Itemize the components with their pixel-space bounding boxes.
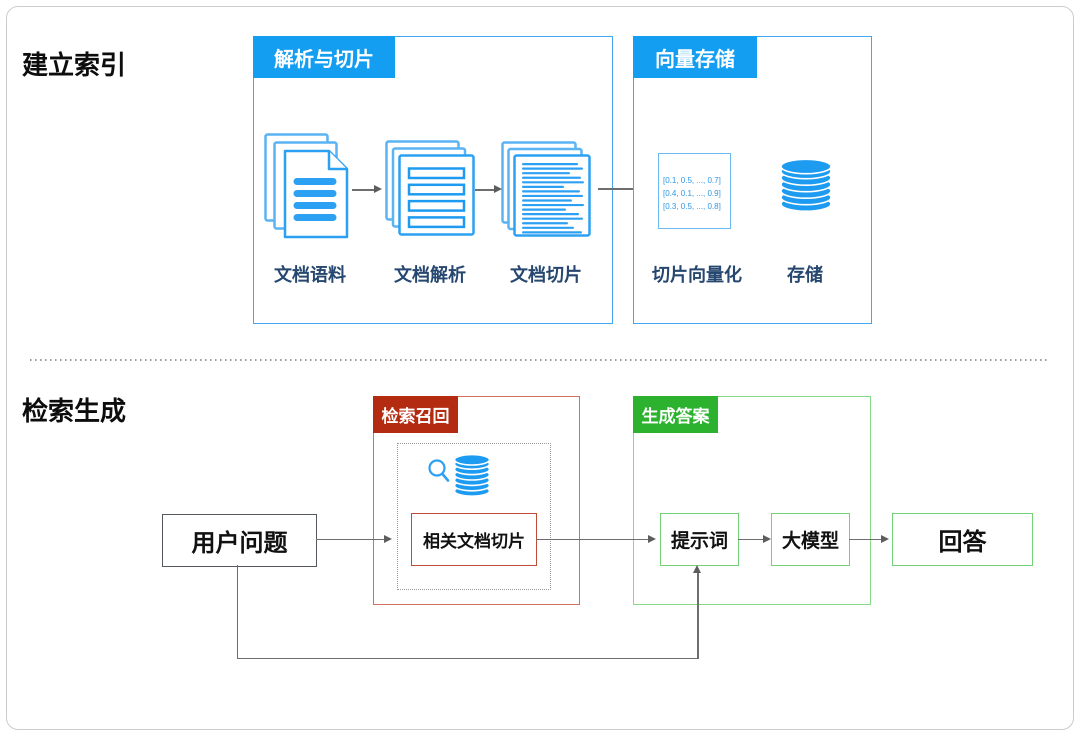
step-label-corpus: 文档语料: [274, 265, 346, 285]
user-question-node: 用户问题: [162, 514, 317, 567]
feedback-line-up: [697, 572, 699, 659]
arrowhead-icon: [881, 534, 889, 543]
prompt-node: 提示词: [660, 513, 739, 566]
relevant-chunks-node: 相关文档切片: [411, 513, 537, 566]
vector-line: [0.3, 0.5, ..., 0.8]: [663, 202, 721, 211]
vector-values-box: [0.1, 0.5, ..., 0.7] [0.4, 0.1, ..., 0.9…: [658, 153, 731, 229]
section-heading-indexing: 建立索引: [22, 50, 127, 80]
arrowhead-icon: [648, 534, 656, 543]
arrowhead-icon: [494, 185, 502, 194]
generation-header: 生成答案: [633, 396, 718, 433]
document-parse-icon: [385, 140, 475, 236]
arrowhead-up-icon: [693, 564, 702, 573]
parse-slice-header: 解析与切片: [253, 36, 395, 78]
arrow-prompt-to-llm: [738, 534, 771, 543]
arrow-chunks-to-prompt: [536, 534, 656, 543]
document-corpus-icon: [264, 133, 349, 239]
vector-line: [0.4, 0.1, ..., 0.9]: [663, 189, 721, 198]
store-label: 存储: [787, 265, 823, 285]
vector-line: [0.1, 0.5, ..., 0.7]: [663, 176, 721, 185]
recall-header: 检索召回: [373, 396, 458, 433]
database-icon: [453, 453, 491, 497]
step-label-slice: 文档切片: [510, 265, 582, 285]
arrow-parse-to-slice: [475, 185, 502, 194]
feedback-line-down: [236, 565, 238, 659]
llm-node: 大模型: [771, 513, 850, 566]
feedback-line-across: [236, 657, 699, 659]
arrowhead-icon: [374, 185, 382, 194]
arrow-corpus-to-parse: [352, 185, 382, 194]
arrowhead-icon: [384, 534, 392, 543]
vector-store-header: 向量存储: [633, 36, 757, 78]
arrow-llm-to-answer: [849, 534, 889, 543]
vectorize-label: 切片向量化: [652, 265, 742, 285]
step-label-parse: 文档解析: [394, 265, 466, 285]
section-heading-retrieval: 检索生成: [22, 396, 127, 426]
document-slice-icon: [501, 141, 591, 237]
search-icon: [428, 459, 450, 482]
arrowhead-icon: [763, 534, 771, 543]
arrow-question-to-recall: [316, 534, 392, 543]
database-icon: [780, 158, 832, 212]
section-divider: [30, 359, 1050, 361]
answer-node: 回答: [892, 513, 1033, 566]
